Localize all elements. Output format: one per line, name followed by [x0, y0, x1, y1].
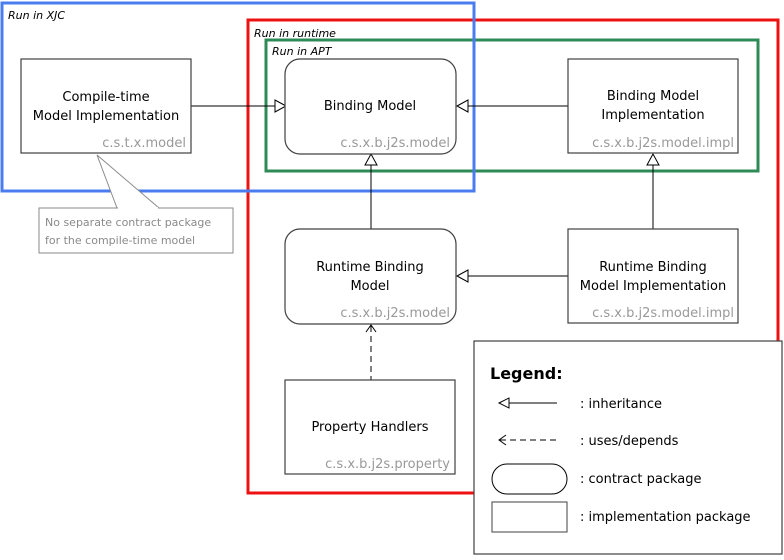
- node-title: Runtime Binding: [316, 260, 424, 275]
- node-title: Runtime Binding: [599, 260, 707, 275]
- node-title: Property Handlers: [311, 420, 428, 435]
- dependency-arrow-icon: [498, 434, 507, 446]
- node-package: c.s.t.x.model: [102, 136, 186, 151]
- legend-label: : uses/depends: [580, 434, 679, 449]
- node-title: Model: [350, 279, 389, 294]
- node-title: Implementation: [601, 108, 704, 123]
- node-property-handlers[interactable]: Property Handlers c.s.x.b.j2s.property: [284, 379, 456, 475]
- legend-label: : implementation package: [580, 510, 751, 525]
- inheritance-arrowhead-icon: [646, 152, 660, 166]
- legend-title: Legend:: [490, 364, 563, 383]
- inheritance-arrowhead-icon: [455, 269, 469, 283]
- node-binding-model[interactable]: Binding Model c.s.x.b.j2s.model: [284, 58, 457, 155]
- inheritance-arrowhead-icon: [274, 99, 288, 113]
- region-xjc-label: Run in XJC: [8, 9, 65, 22]
- node-package: c.s.x.b.j2s.model.impl: [592, 306, 734, 321]
- inheritance-arrow-icon: [497, 397, 510, 409]
- callout-note: No separate contract package for the com…: [38, 154, 234, 254]
- node-title: Binding Model: [324, 99, 416, 114]
- legend-label: : inheritance: [580, 397, 662, 412]
- node-binding-model-implementation[interactable]: Binding Model Implementation c.s.x.b.j2s…: [567, 58, 739, 154]
- rect-box-icon: [491, 501, 568, 533]
- node-package: c.s.x.b.j2s.model: [340, 136, 450, 151]
- dependency-arrowhead-icon: [365, 324, 377, 333]
- node-package: c.s.x.b.j2s.model: [340, 306, 450, 321]
- legend-label: : contract package: [580, 472, 702, 487]
- legend: Legend: : inheritance : uses/depends : c…: [473, 340, 783, 555]
- node-title: Model Implementation: [33, 109, 179, 124]
- callout-text: No separate contract package: [45, 216, 211, 229]
- region-runtime-label: Run in runtime: [254, 27, 336, 40]
- node-compile-time-model-implementation[interactable]: Compile-time Model Implementation c.s.t.…: [20, 58, 192, 154]
- region-apt-label: Run in APT: [272, 45, 333, 58]
- rounded-box-icon: [491, 463, 568, 495]
- callout-text: for the compile-time model: [45, 234, 195, 247]
- node-runtime-binding-model[interactable]: Runtime Binding Model c.s.x.b.j2s.model: [284, 228, 457, 325]
- node-package: c.s.x.b.j2s.model.impl: [592, 136, 734, 151]
- callout-pointer: [96, 154, 161, 209]
- region-xjc: [0, 1, 476, 193]
- node-title: Binding Model: [607, 89, 699, 104]
- inheritance-arrowhead-icon: [364, 152, 378, 166]
- inheritance-arrowhead-icon: [455, 99, 469, 113]
- node-title: Model Implementation: [580, 279, 726, 294]
- node-runtime-binding-model-implementation[interactable]: Runtime Binding Model Implementation c.s…: [567, 228, 739, 324]
- node-title: Compile-time: [62, 90, 149, 105]
- node-package: c.s.x.b.j2s.property: [325, 457, 450, 472]
